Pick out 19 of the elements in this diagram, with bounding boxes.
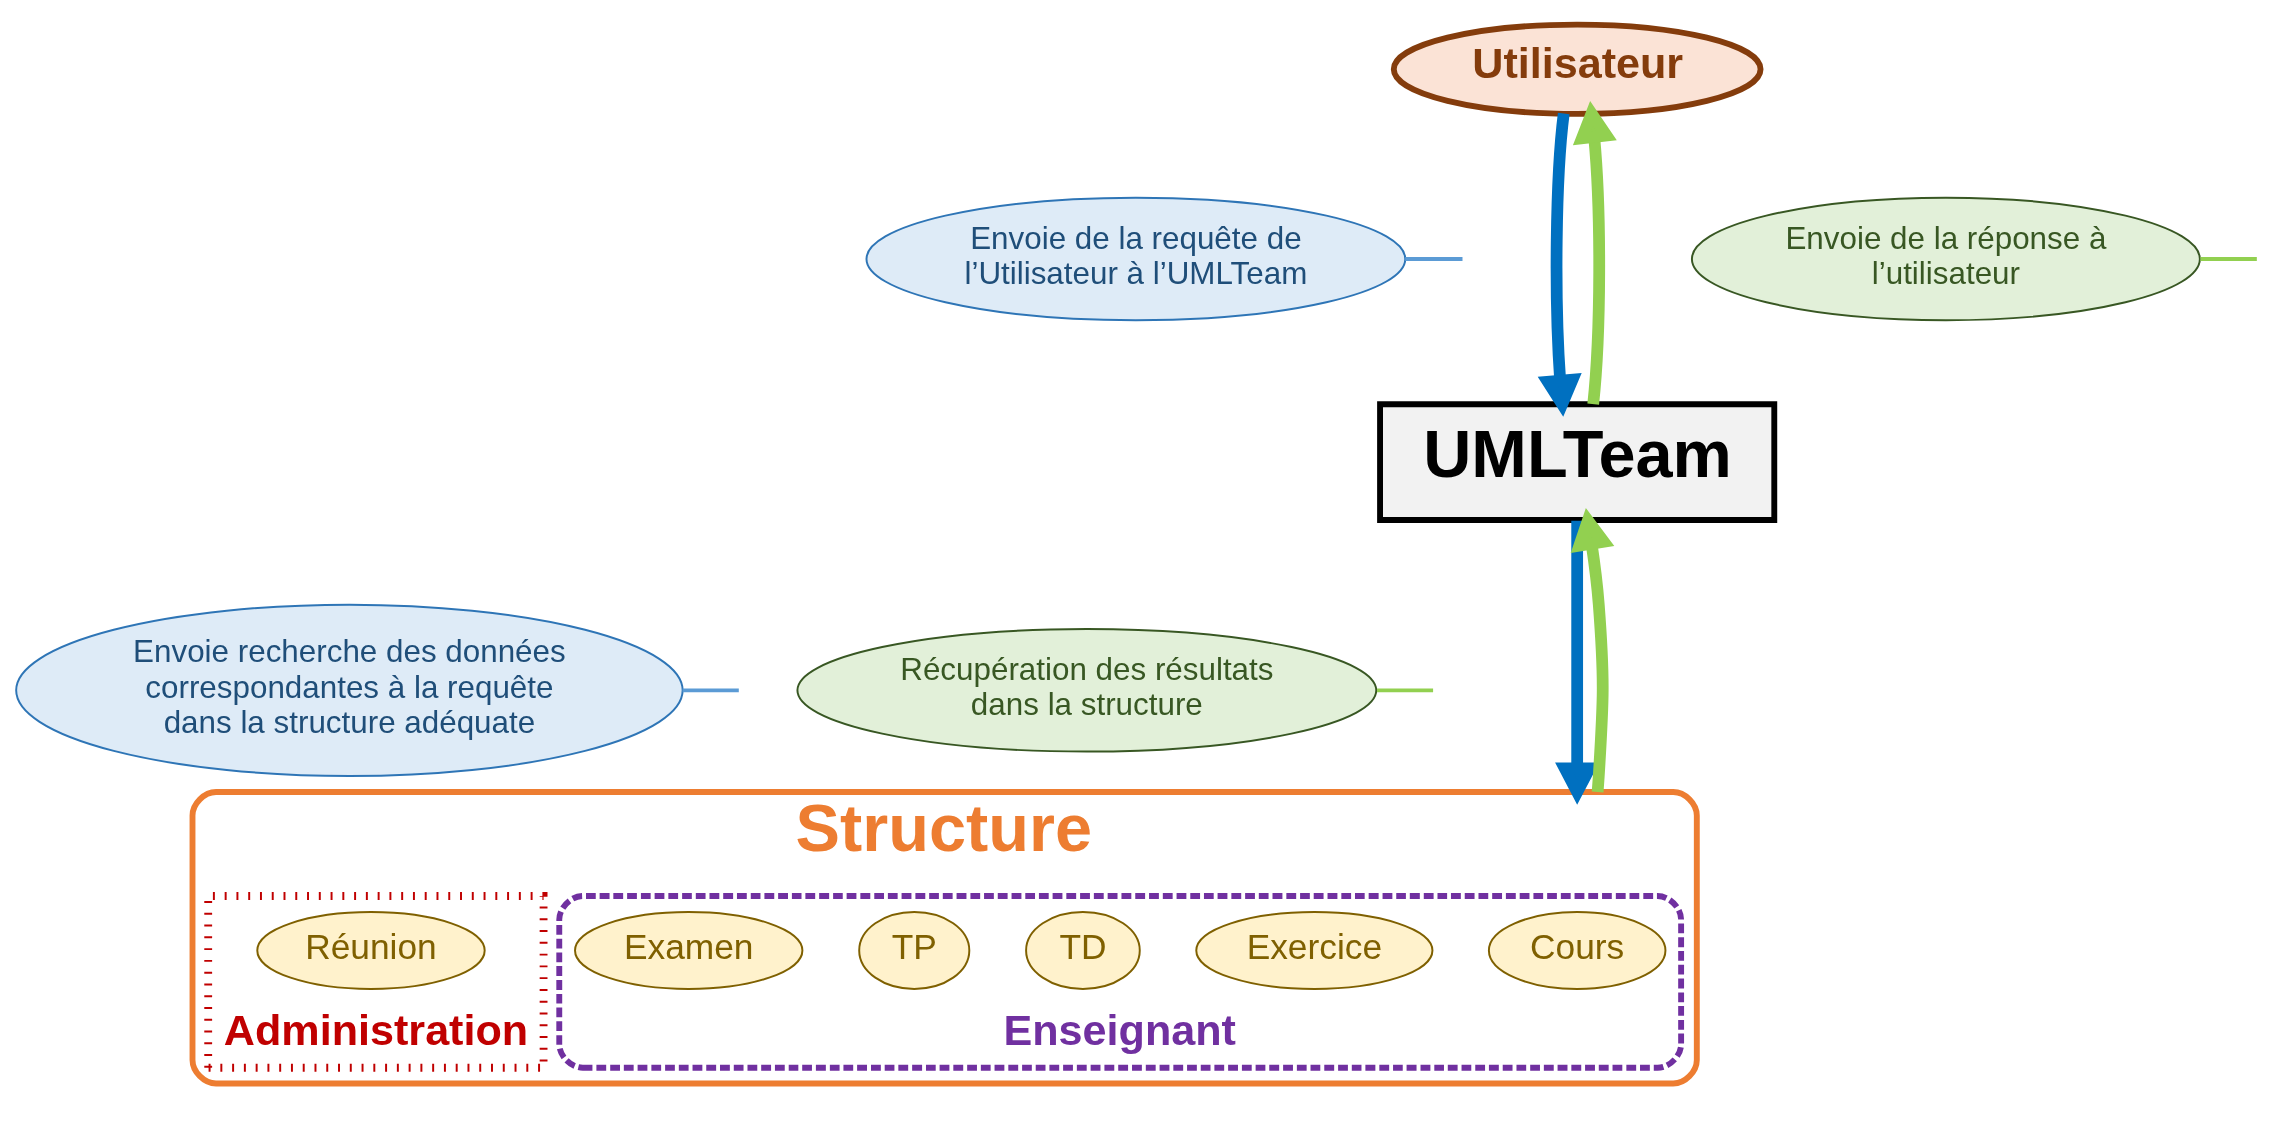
node-ellipse: TP xyxy=(858,911,971,990)
connector xyxy=(2200,257,2257,261)
node-ellipse: Exercice xyxy=(1195,911,1434,990)
node-ellipse: Examen xyxy=(574,911,804,990)
node-ellipse: Envoie de la requête de l’Utilisateur à l’UMLTeam xyxy=(865,196,1407,322)
connector xyxy=(1377,688,1434,693)
arrow xyxy=(1537,112,1582,417)
node-ellipse: Envoie de la réponse à l’utilisateur xyxy=(1690,196,2201,322)
node-ellipse: Réunion xyxy=(256,911,486,990)
node-ellipse: Récupération des résultats dans la structure xyxy=(796,628,1378,753)
node-ellipse: Envoie recherche des données correspondantes à la requête dans la structure adéquate xyxy=(15,603,684,777)
node-ellipse: TD xyxy=(1025,911,1141,990)
node-box: UMLTeam xyxy=(1377,401,1778,523)
arrow xyxy=(1572,100,1617,405)
node-ellipse: Cours xyxy=(1487,911,1667,990)
node-ellipse: Utilisateur xyxy=(1390,21,1764,117)
arrow xyxy=(1570,508,1615,793)
connector xyxy=(682,688,739,693)
connector xyxy=(1405,257,1463,261)
